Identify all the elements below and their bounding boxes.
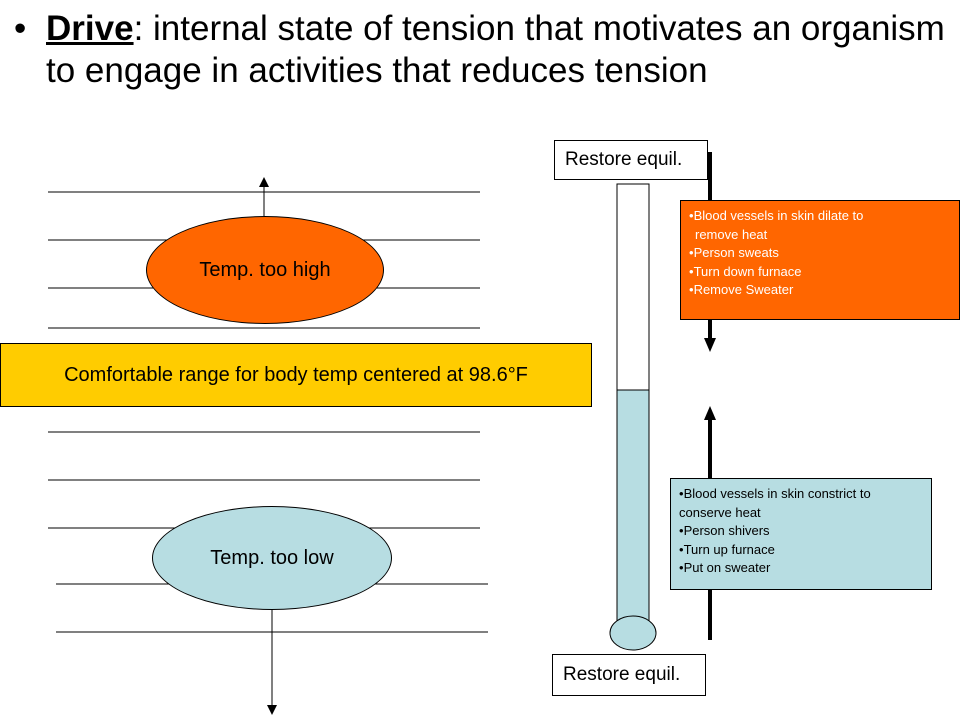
cooling-responses-list: Blood vessels in skin dilate to remove h… (689, 207, 953, 300)
warming-arrowhead (704, 406, 716, 420)
thermometer-fill (616, 389, 650, 623)
restore-equilibrium-top: Restore equil. (554, 140, 708, 180)
slide-title: • Drive: internal state of tension that … (14, 8, 960, 92)
thermometer-bulb (609, 615, 657, 651)
temp-too-high-label: Temp. too high (199, 258, 331, 281)
temp-too-low-ellipse: Temp. too low (152, 506, 392, 610)
warming-responses-list: Blood vessels in skin constrict to conse… (679, 485, 925, 578)
list-item-continuation: conserve heat (679, 504, 761, 520)
list-item: Person sweats (689, 244, 953, 263)
comfort-range-label: Comfortable range for body temp centered… (64, 363, 528, 386)
cooling-responses-box: Blood vessels in skin dilate to remove h… (680, 200, 960, 320)
temp-too-low-label: Temp. too low (210, 546, 334, 569)
list-item-continuation: remove heat (695, 226, 768, 242)
temp-too-high-ellipse: Temp. too high (146, 216, 384, 324)
list-item: Turn up furnace (679, 541, 925, 560)
restore-top-label: Restore equil. (565, 149, 683, 170)
warming-responses-box: Blood vessels in skin constrict to conse… (670, 478, 932, 590)
list-item: Remove Sweater (689, 281, 953, 300)
restore-equilibrium-bottom: Restore equil. (552, 654, 706, 696)
list-item: Blood vessels in skin constrict to (679, 485, 925, 504)
list-item: Blood vessels in skin dilate to (689, 207, 953, 226)
restore-bottom-label: Restore equil. (563, 664, 681, 685)
title-definition: : internal state of tension that motivat… (46, 9, 945, 90)
list-item: Turn down furnace (689, 263, 953, 282)
list-item: Put on sweater (679, 559, 925, 578)
cooling-arrowhead (704, 338, 716, 352)
title-term: Drive (46, 9, 134, 48)
comfort-range-box: Comfortable range for body temp centered… (0, 343, 592, 407)
list-item: Person shivers (679, 522, 925, 541)
title-bullet: • (14, 9, 27, 48)
